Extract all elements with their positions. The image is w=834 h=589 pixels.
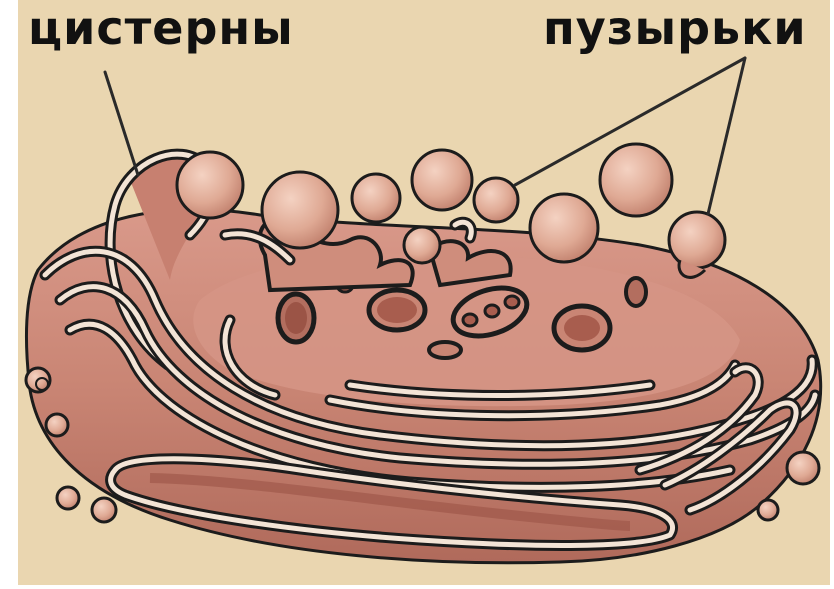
vesicle xyxy=(57,487,79,509)
vesicle xyxy=(92,498,116,522)
label-vesicles: пузырьки xyxy=(543,1,807,55)
vesicle xyxy=(404,227,440,263)
vesicle xyxy=(177,152,243,218)
vesicle xyxy=(412,150,472,210)
vesicle xyxy=(669,212,725,268)
vesicle xyxy=(474,178,518,222)
vesicle xyxy=(787,452,819,484)
vesicle xyxy=(600,144,672,216)
vesicle xyxy=(758,500,778,520)
vesicle xyxy=(46,414,68,436)
vesicle xyxy=(352,174,400,222)
label-cisternae: цистерны xyxy=(28,1,294,55)
vesicle xyxy=(530,194,598,262)
vesicle xyxy=(262,172,338,248)
